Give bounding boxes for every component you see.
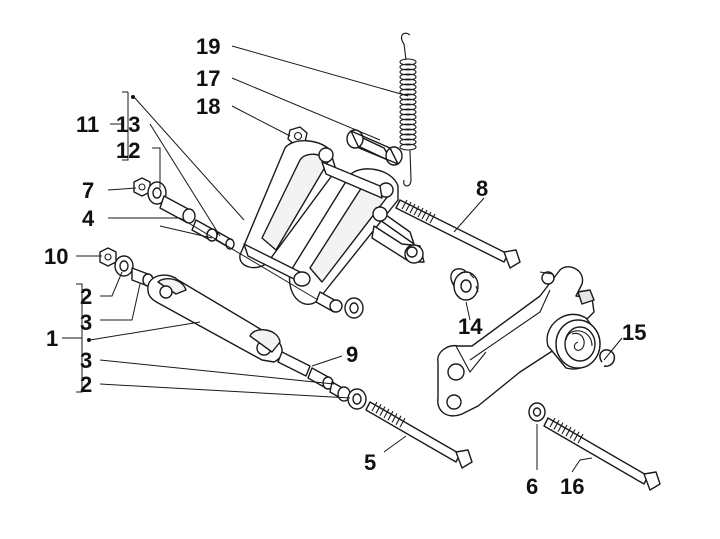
screw-thread bbox=[573, 431, 580, 442]
screw-part bbox=[543, 417, 661, 491]
washer-part bbox=[347, 388, 367, 410]
spring-coil bbox=[399, 78, 417, 86]
pulley-part bbox=[546, 313, 601, 370]
screw-thread bbox=[409, 203, 416, 214]
bracket-part bbox=[437, 266, 595, 417]
callout-12: 12 bbox=[116, 138, 140, 163]
screw-thread bbox=[417, 207, 424, 218]
callout-3-lower: 3 bbox=[80, 348, 92, 373]
callout-4: 4 bbox=[82, 206, 95, 231]
callout-11: 11 bbox=[76, 112, 99, 137]
spring-coil bbox=[399, 123, 417, 131]
spring-coil bbox=[399, 68, 417, 76]
washer-part bbox=[114, 255, 134, 277]
screw-thread bbox=[549, 417, 556, 428]
spring-coil bbox=[399, 83, 417, 91]
callout-9: 9 bbox=[346, 342, 358, 367]
screw-thread bbox=[399, 417, 406, 428]
link-plate-part bbox=[239, 140, 399, 305]
callout-17: 17 bbox=[196, 66, 220, 91]
callout-6: 6 bbox=[526, 474, 538, 499]
screw-thread bbox=[561, 424, 568, 435]
spring-coil bbox=[399, 93, 417, 101]
callout-18: 18 bbox=[196, 94, 220, 119]
spring-coil bbox=[399, 108, 417, 116]
callout-1: 1 bbox=[46, 326, 58, 351]
screw-thread bbox=[401, 199, 408, 210]
spring-coil bbox=[399, 128, 417, 136]
callout-2-lower: 2 bbox=[80, 372, 92, 397]
bushing-part bbox=[277, 351, 351, 402]
screw-thread bbox=[395, 415, 402, 426]
spring-coil bbox=[399, 133, 417, 141]
knurled-bushing-part bbox=[450, 268, 479, 301]
pin-part bbox=[371, 206, 425, 264]
screw-thread bbox=[387, 410, 394, 421]
spring-coil bbox=[399, 88, 417, 96]
spring-coil bbox=[399, 63, 417, 71]
spring-coil bbox=[399, 58, 417, 66]
screw-thread bbox=[421, 209, 428, 220]
screw-thread bbox=[371, 401, 378, 412]
screw-thread bbox=[429, 213, 436, 224]
screw-thread bbox=[557, 422, 564, 432]
screw-thread bbox=[577, 433, 584, 444]
spring-part bbox=[399, 32, 417, 187]
washer-part bbox=[528, 402, 546, 422]
callout-labels: 19 17 18 11 13 12 7 4 8 10 2 3 1 3 2 9 1… bbox=[44, 34, 646, 499]
bushing-part bbox=[346, 129, 403, 166]
screw-thread bbox=[375, 404, 382, 414]
callout-14: 14 bbox=[458, 314, 483, 339]
spring-coil bbox=[399, 143, 417, 151]
spring-coil bbox=[399, 103, 417, 111]
screw-thread bbox=[379, 406, 386, 416]
callout-5: 5 bbox=[364, 450, 376, 475]
spring-coil bbox=[399, 138, 417, 146]
circlip-part bbox=[599, 349, 616, 367]
screw-thread bbox=[413, 205, 420, 216]
screw-part bbox=[395, 199, 521, 269]
callout-3-upper: 3 bbox=[80, 310, 92, 335]
callout-8: 8 bbox=[476, 176, 488, 201]
screw-thread bbox=[569, 429, 576, 439]
spring-coil bbox=[399, 113, 417, 121]
bushing-part bbox=[315, 291, 364, 319]
callout-13: 13 bbox=[116, 112, 140, 137]
spring-coil bbox=[399, 73, 417, 81]
screw-thread bbox=[405, 201, 412, 212]
callout-2-upper: 2 bbox=[80, 284, 92, 309]
callout-19: 19 bbox=[196, 34, 220, 59]
nut-part bbox=[99, 247, 117, 267]
callout-16: 16 bbox=[560, 474, 584, 499]
spring-coil bbox=[399, 98, 417, 106]
callout-10: 10 bbox=[44, 244, 68, 269]
callout-15: 15 bbox=[622, 320, 646, 345]
screw-thread bbox=[383, 408, 390, 419]
screw-thread bbox=[391, 413, 398, 423]
screw-thread bbox=[565, 426, 572, 437]
bushing-part bbox=[159, 195, 235, 250]
callout-7: 7 bbox=[82, 178, 94, 203]
screw-thread bbox=[553, 420, 560, 430]
washer-part bbox=[147, 181, 167, 205]
leader-lines bbox=[62, 45, 623, 473]
swing-arm-part bbox=[147, 274, 283, 363]
screw-thread bbox=[425, 211, 432, 222]
spring-coil bbox=[399, 118, 417, 126]
screw-part bbox=[365, 401, 473, 469]
